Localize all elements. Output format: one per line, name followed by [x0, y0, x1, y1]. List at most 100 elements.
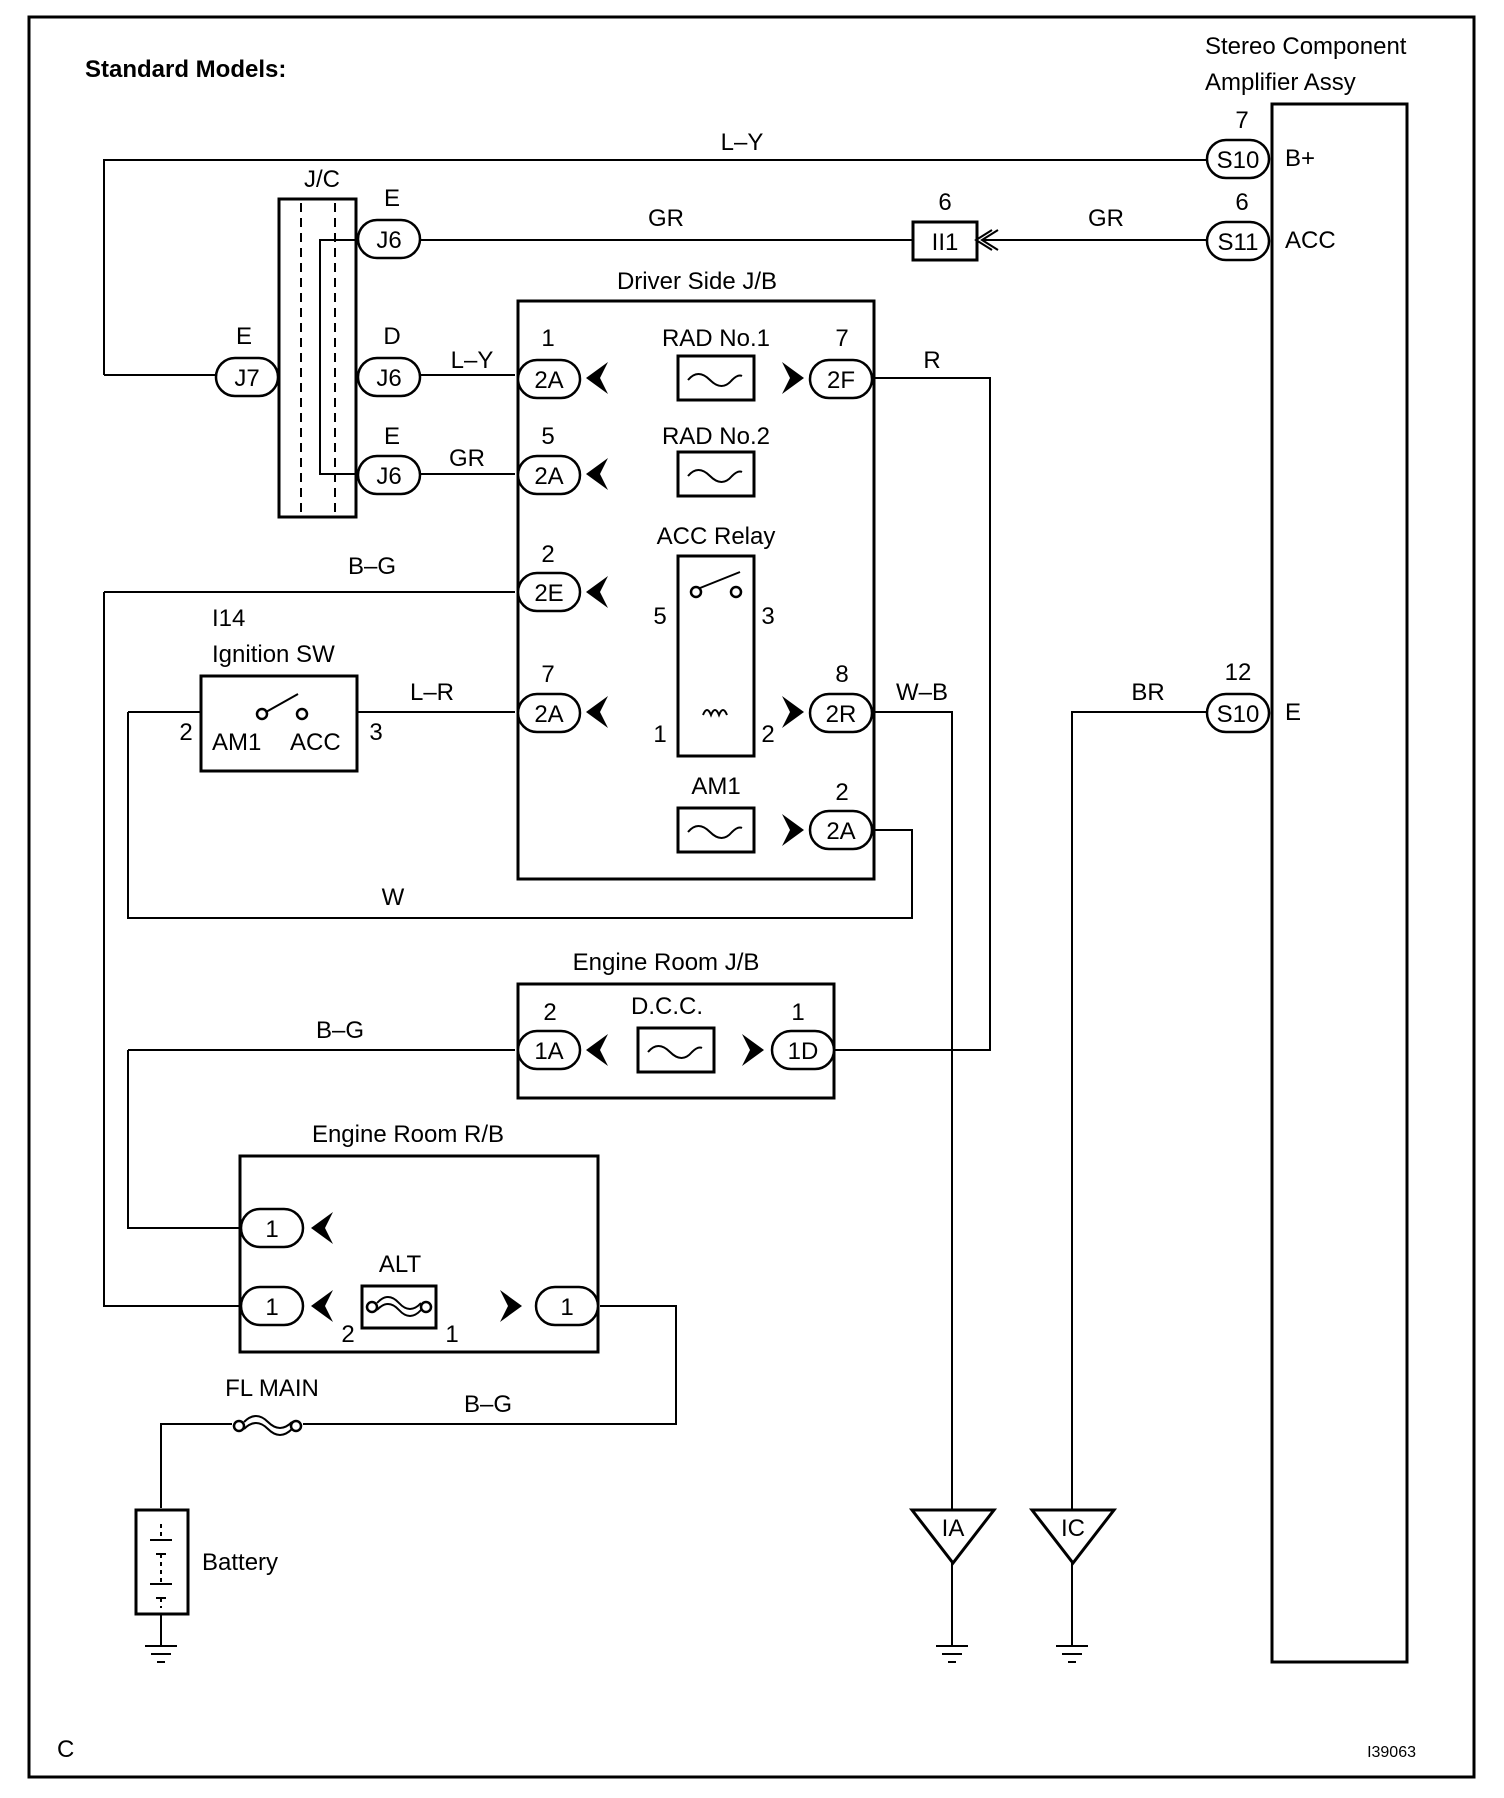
ignition-title: Ignition SW: [212, 641, 335, 668]
relay-pin-1: 1: [653, 721, 666, 748]
ignition-code: I14: [212, 605, 245, 632]
connector-rb-lower-left-label: 1: [265, 1294, 278, 1321]
fuse-rad-no2-label: RAD No.2: [662, 423, 770, 450]
fuse-alt: [360, 1284, 438, 1330]
connector-s11-pin: 6: [1235, 189, 1248, 216]
connector-s10-bottom: [1205, 692, 1271, 734]
connector-2f-label: 2F: [827, 367, 855, 394]
connector-rb-lower-right: [534, 1285, 600, 1327]
connector-s10-top-pin: 7: [1235, 107, 1248, 134]
fuse-dcc: [636, 1026, 716, 1074]
wire-label-bg-fl: B–G: [464, 1391, 512, 1418]
connector-1d-label: 1D: [788, 1038, 819, 1065]
jc-box: [277, 197, 358, 519]
connector-2a-5: [516, 454, 582, 496]
connector-s10-bottom-label: S10: [1217, 701, 1260, 728]
ignition-acc: ACC: [290, 729, 341, 756]
ground-symbols: [145, 1645, 1088, 1663]
fuse-rad-no1-label: RAD No.1: [662, 325, 770, 352]
battery-symbol: [134, 1508, 190, 1616]
page-title: Standard Models:: [85, 56, 286, 83]
fuse-fl-main-label: FL MAIN: [225, 1375, 319, 1402]
terminal-acc: ACC: [1285, 227, 1336, 254]
wire-label-wb: W–B: [896, 679, 948, 706]
connector-1a-label: 1A: [534, 1038, 563, 1065]
fuse-fl-main: [232, 1415, 303, 1436]
stereo-title-line2: Amplifier Assy: [1205, 69, 1356, 96]
connector-1a: [516, 1029, 582, 1071]
wire-label-lr: L–R: [410, 679, 454, 706]
connector-j6-top-pin: E: [384, 185, 400, 212]
wire-label-bg-dcc: B–G: [316, 1017, 364, 1044]
connector-2a-7-pin: 7: [541, 661, 554, 688]
connector-rb-lower-left: [239, 1285, 305, 1327]
ignition-am1: AM1: [212, 729, 261, 756]
connector-2r-label: 2R: [826, 701, 857, 728]
ignition-switch-box: [199, 674, 359, 773]
jc-title: J/C: [304, 166, 340, 193]
engine-jb-title: Engine Room J/B: [573, 949, 760, 976]
terminal-b-plus: B+: [1285, 145, 1315, 172]
wire-label-r: R: [923, 347, 940, 374]
connector-1d: [770, 1029, 836, 1071]
acc-relay-box: [676, 554, 756, 758]
connector-2f-pin: 7: [835, 325, 848, 352]
connector-1a-pin: 2: [543, 999, 556, 1026]
driver-jb-title: Driver Side J/B: [617, 268, 777, 295]
relay-pin-2: 2: [761, 721, 774, 748]
connector-j7-pin: E: [236, 323, 252, 350]
connector-2a-7-label: 2A: [534, 701, 563, 728]
connector-2r: [808, 692, 874, 734]
wire-label-gr-rad2: GR: [449, 445, 485, 472]
fuse-alt-label: ALT: [379, 1251, 422, 1278]
relay-pin-3: 3: [761, 603, 774, 630]
diagram-frame: [27, 15, 1476, 1779]
connector-s11: [1205, 220, 1271, 262]
connector-s10-top-label: S10: [1217, 147, 1260, 174]
alt-pin-2: 2: [341, 1321, 354, 1348]
ground-label-ic: IC: [1061, 1515, 1085, 1542]
wire-label-gr-ii1: GR: [1088, 205, 1124, 232]
connector-2a-7: [516, 692, 582, 734]
ground-label-ia: IA: [942, 1515, 965, 1542]
connector-j6-top: [356, 218, 422, 260]
fuse-am1-label: AM1: [691, 773, 740, 800]
stereo-title-line1: Stereo Component: [1205, 33, 1407, 60]
connector-ii1-label: II1: [932, 229, 959, 256]
connector-rb-upper: [239, 1207, 305, 1249]
ignition-pin-2: 2: [179, 719, 192, 746]
connector-2a-2: [808, 809, 874, 851]
connector-2a-2-label: 2A: [826, 818, 855, 845]
connector-s11-label: S11: [1218, 229, 1259, 256]
wire-label-ly-jc: L–Y: [451, 347, 494, 374]
wire-label-bg-2e: B–G: [348, 553, 396, 580]
connector-2e-label: 2E: [534, 580, 563, 607]
fuse-rad-no2: [676, 450, 756, 498]
engine-rb-title: Engine Room R/B: [312, 1121, 504, 1148]
connector-2a-1: [516, 358, 582, 400]
connector-j6-top-label: J6: [376, 227, 401, 254]
fuse-dcc-label: D.C.C.: [631, 993, 703, 1020]
connector-j6-low-pin: E: [384, 423, 400, 450]
wire-label-br: BR: [1131, 679, 1164, 706]
connector-2a-5-label: 2A: [534, 463, 563, 490]
alt-pin-1: 1: [445, 1321, 458, 1348]
connector-j7: [214, 356, 280, 398]
wire-label-ly-top: L–Y: [721, 129, 764, 156]
wire-label-w: W: [382, 884, 405, 911]
ground-point-ia: [908, 1508, 998, 1566]
connector-2a-5-pin: 5: [541, 423, 554, 450]
connector-1d-pin: 1: [791, 999, 804, 1026]
figure-code: I39063: [1367, 1744, 1416, 1761]
connector-2f: [808, 358, 874, 400]
corner-letter: C: [57, 1736, 74, 1763]
battery-label: Battery: [202, 1549, 278, 1576]
connector-rb-upper-label: 1: [265, 1216, 278, 1243]
connector-j6-low: [356, 454, 422, 496]
connector-2a-1-label: 2A: [534, 367, 563, 394]
connector-rb-lower-right-label: 1: [560, 1294, 573, 1321]
ground-point-ic: [1028, 1508, 1118, 1566]
connector-s10-bottom-pin: 12: [1225, 659, 1252, 686]
fuse-am1: [676, 806, 756, 854]
